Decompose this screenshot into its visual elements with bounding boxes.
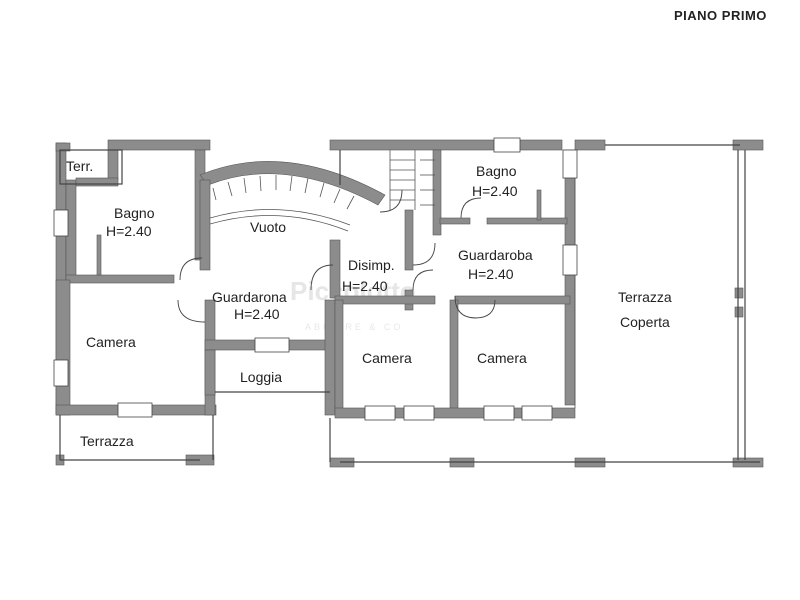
room-label-bagno-2: Bagno [476,163,517,179]
stair-tread [319,182,325,198]
room-label-terrazza-coperta-line1: Terrazza [618,289,672,305]
pier [734,306,744,318]
room-label-disimp: Disimp. [348,257,395,273]
stair-tread [212,187,217,201]
window [254,337,290,353]
stair-tread [346,195,355,210]
room-label-bagno-2-height: H=2.40 [472,183,518,199]
door-swing [460,197,482,219]
window [562,244,578,276]
wall-segment [107,139,211,151]
wall-segment [199,179,211,271]
window [53,209,69,237]
window [493,137,521,153]
wall-segment [329,239,341,299]
windows [53,137,578,421]
wall-segment [96,234,102,276]
curved-stair [209,175,355,232]
room-label-guardarona-height: H=2.40 [234,306,280,322]
door-swing [474,299,496,319]
room-labels: Terr. Bagno H=2.40 Vuoto Bagno H=2.40 Di… [66,158,672,449]
stair-inner-edge [209,215,349,232]
wall-segment [334,299,344,416]
door-swing [179,257,203,281]
door-swing [379,189,403,213]
room-label-terrazza: Terrazza [80,433,134,449]
window [403,405,435,421]
wall-segment [486,217,568,225]
stair-tread [333,188,341,204]
wall-segment [449,299,459,416]
door-swing [310,264,334,291]
window [483,405,515,421]
room-label-guardarona: Guardarona [212,289,287,305]
window [364,405,396,421]
room-label-bagno: Bagno [114,205,155,221]
wall-segment [324,299,336,416]
wall-segment [55,279,71,416]
wall-segment [404,209,414,271]
wall-segment [432,149,442,236]
wall-segment [65,274,175,284]
wall-segment [536,189,542,221]
room-label-camera-1: Camera [86,334,136,350]
window [53,359,69,387]
room-label-camera-2: Camera [362,350,412,366]
room-label-guardaroba: Guardaroba [458,247,533,263]
stair-tread [259,175,262,192]
wall-segment [75,177,119,187]
wall-segment [107,149,119,181]
stair-tread [227,181,233,197]
straight-stair [389,150,435,210]
room-label-disimp-height: H=2.40 [342,278,388,294]
wall-segment [439,217,471,225]
wall-segment [334,295,436,305]
plan-title: PIANO PRIMO [674,8,767,23]
terr-outline [59,149,123,185]
room-label-loggia: Loggia [240,369,282,385]
room-label-bagno-height: H=2.40 [106,223,152,239]
window [521,405,553,421]
stair-curved-wall [199,161,386,206]
window [562,149,578,179]
door-swing [177,299,206,323]
wall-segment [564,149,576,406]
pier [734,287,744,299]
stair-tread [304,177,309,194]
window [117,402,153,418]
door-swing [412,242,436,266]
stair-tread [289,175,293,192]
room-label-terrazza-coperta-line2: Coperta [620,314,670,330]
wall-segment [574,139,606,151]
wall-segment [329,139,563,151]
outlines [59,144,760,463]
room-label-camera-3: Camera [477,350,527,366]
stair-tread [243,177,247,194]
room-label-terr: Terr. [66,158,93,174]
room-label-vuoto: Vuoto [250,219,286,235]
wall-segment [454,295,571,305]
door-swing [454,295,477,319]
door-swing [412,269,434,291]
wall-segment [55,142,71,152]
stair-inner-edge [209,209,351,226]
doors [177,189,496,323]
watermark-tagline: ABITARE & CO [305,322,403,332]
room-label-guardaroba-height: H=2.40 [468,266,514,282]
wall-segment [204,349,216,396]
wall-segment [334,407,576,419]
